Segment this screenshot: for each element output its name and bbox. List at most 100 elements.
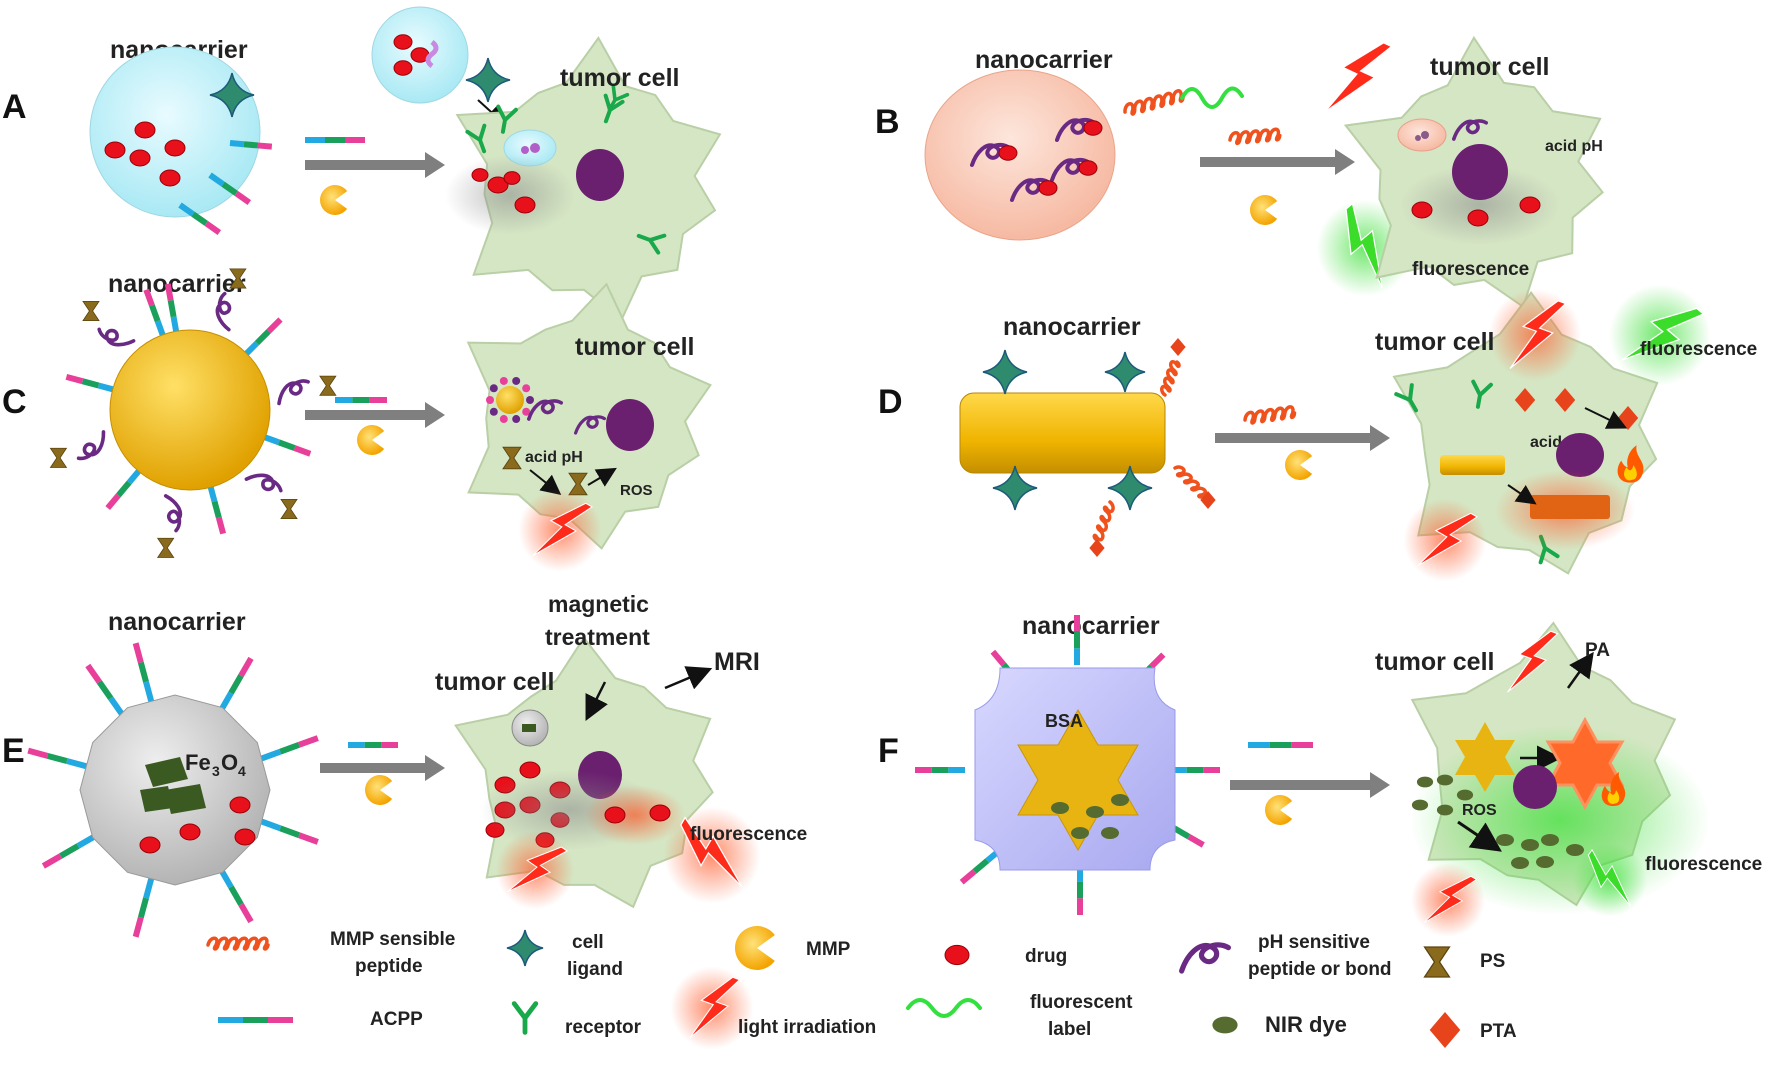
acpp-pink [369,397,387,403]
label-ros-c: ROS [620,482,653,499]
surface-ligand [489,384,498,393]
mmp-peptide-icon [1243,405,1297,425]
acpp-blue [108,696,125,717]
ph-peptide-icon [1050,157,1090,182]
acpp-rod [335,397,387,403]
drug [104,141,126,159]
payload-a [425,40,439,68]
legend-fluor-1: fluorescent [1030,992,1133,1013]
acpp-green [279,825,301,838]
drug [229,796,251,814]
coil-path [1243,405,1297,425]
mmp-peptide-icon [1092,500,1115,542]
panel-letter-f: F [878,732,899,770]
drug [164,139,186,157]
acpp-rod [229,140,273,150]
receptor-stroke [1471,379,1493,409]
acpp-blue [143,681,155,702]
legend-pta: PTA [1480,1021,1517,1042]
acpp-blue [143,878,155,899]
light-irradiation-icon [663,806,761,904]
nir-dye-icon [1436,804,1454,816]
ph-peptide-icon [76,430,106,461]
label-bsa-f: BSA [1045,711,1083,731]
acpp-green [1269,742,1292,748]
cell-ligand-icon [1107,465,1153,511]
acpp-rod [260,818,319,845]
ps-icon [156,537,175,558]
ph-peptide-icon [277,379,310,406]
acpp-blue [348,742,365,748]
drug [471,168,489,182]
acpp-green [1074,631,1080,649]
bolt-shape [532,502,594,557]
flame-outer [1601,772,1626,806]
label-tumor-c: tumor cell [575,333,694,361]
nir-dye-icon [1541,834,1559,846]
acpp-pink [1291,742,1313,748]
acpp-rod [207,484,227,535]
acpp-pink [143,288,155,307]
legend-light: light irradiation [738,1017,876,1038]
ps-icon [229,268,247,289]
label-fluorescence-b: fluorescence [1412,259,1529,280]
ph-peptide-path [1055,117,1095,142]
ps-icon [49,447,68,468]
pta-icon [1170,338,1186,356]
drug [487,176,509,194]
ph-peptide-path [215,291,232,332]
legend-receptor: receptor [565,1017,642,1038]
bolt-shape [1587,848,1632,907]
internalized-nanoparticle-c [496,386,524,414]
acpp-green [364,742,382,748]
label-magnetic-e: magnetic [548,591,649,617]
acpp-blue [170,316,180,334]
arrow [529,469,562,495]
acpp-rod [218,1017,293,1023]
label-acid-c: acid pH [525,449,583,466]
ps-icon [568,472,588,496]
mmp-peptide-icon [1228,127,1282,146]
flame-inner [1624,465,1637,481]
label-tumor-f: tumor cell [1375,648,1494,676]
coil-path [1123,89,1185,116]
acpp-rod [208,172,252,205]
ps-shape [82,301,100,322]
acpp-green [352,397,370,403]
acpp-blue [218,691,234,712]
acpp-pink [1203,767,1220,773]
receptor-icon [1471,379,1493,409]
nir-dye-icon [1111,794,1129,806]
arrow [664,666,713,690]
nucleus [576,149,624,201]
acpp-pink [1074,615,1080,632]
process-arrow [320,755,445,781]
nir-dye-icon [1511,857,1529,869]
light-irradiation-icon [1323,42,1393,113]
panel-letter-e: E [2,732,25,770]
acpp-pink [164,283,174,301]
coil-path [1092,500,1115,542]
gold-nanorod-d [959,392,1166,474]
acpp-pink [85,663,102,684]
acpp-rod [218,656,254,712]
bolt-shape [506,846,569,893]
nir-dye-icon [1566,844,1584,856]
acpp-blue [207,484,218,503]
acpp-green [325,137,345,143]
acpp-green [149,304,161,323]
acpp-pink [41,853,63,869]
fe3o4-block [145,757,188,787]
acpp-green [221,181,238,196]
coil-path [206,936,270,951]
drug [1083,120,1103,136]
drug [1411,201,1433,219]
flame-inner [1607,790,1620,804]
arrow [1566,651,1594,689]
bolt-shape [1509,300,1567,369]
legend-ps: PS [1480,951,1505,972]
nir-dye-icon [1071,827,1089,839]
ph-peptide-icon [970,142,1010,167]
acpp-blue [178,202,195,217]
payload-dot [1415,135,1421,141]
